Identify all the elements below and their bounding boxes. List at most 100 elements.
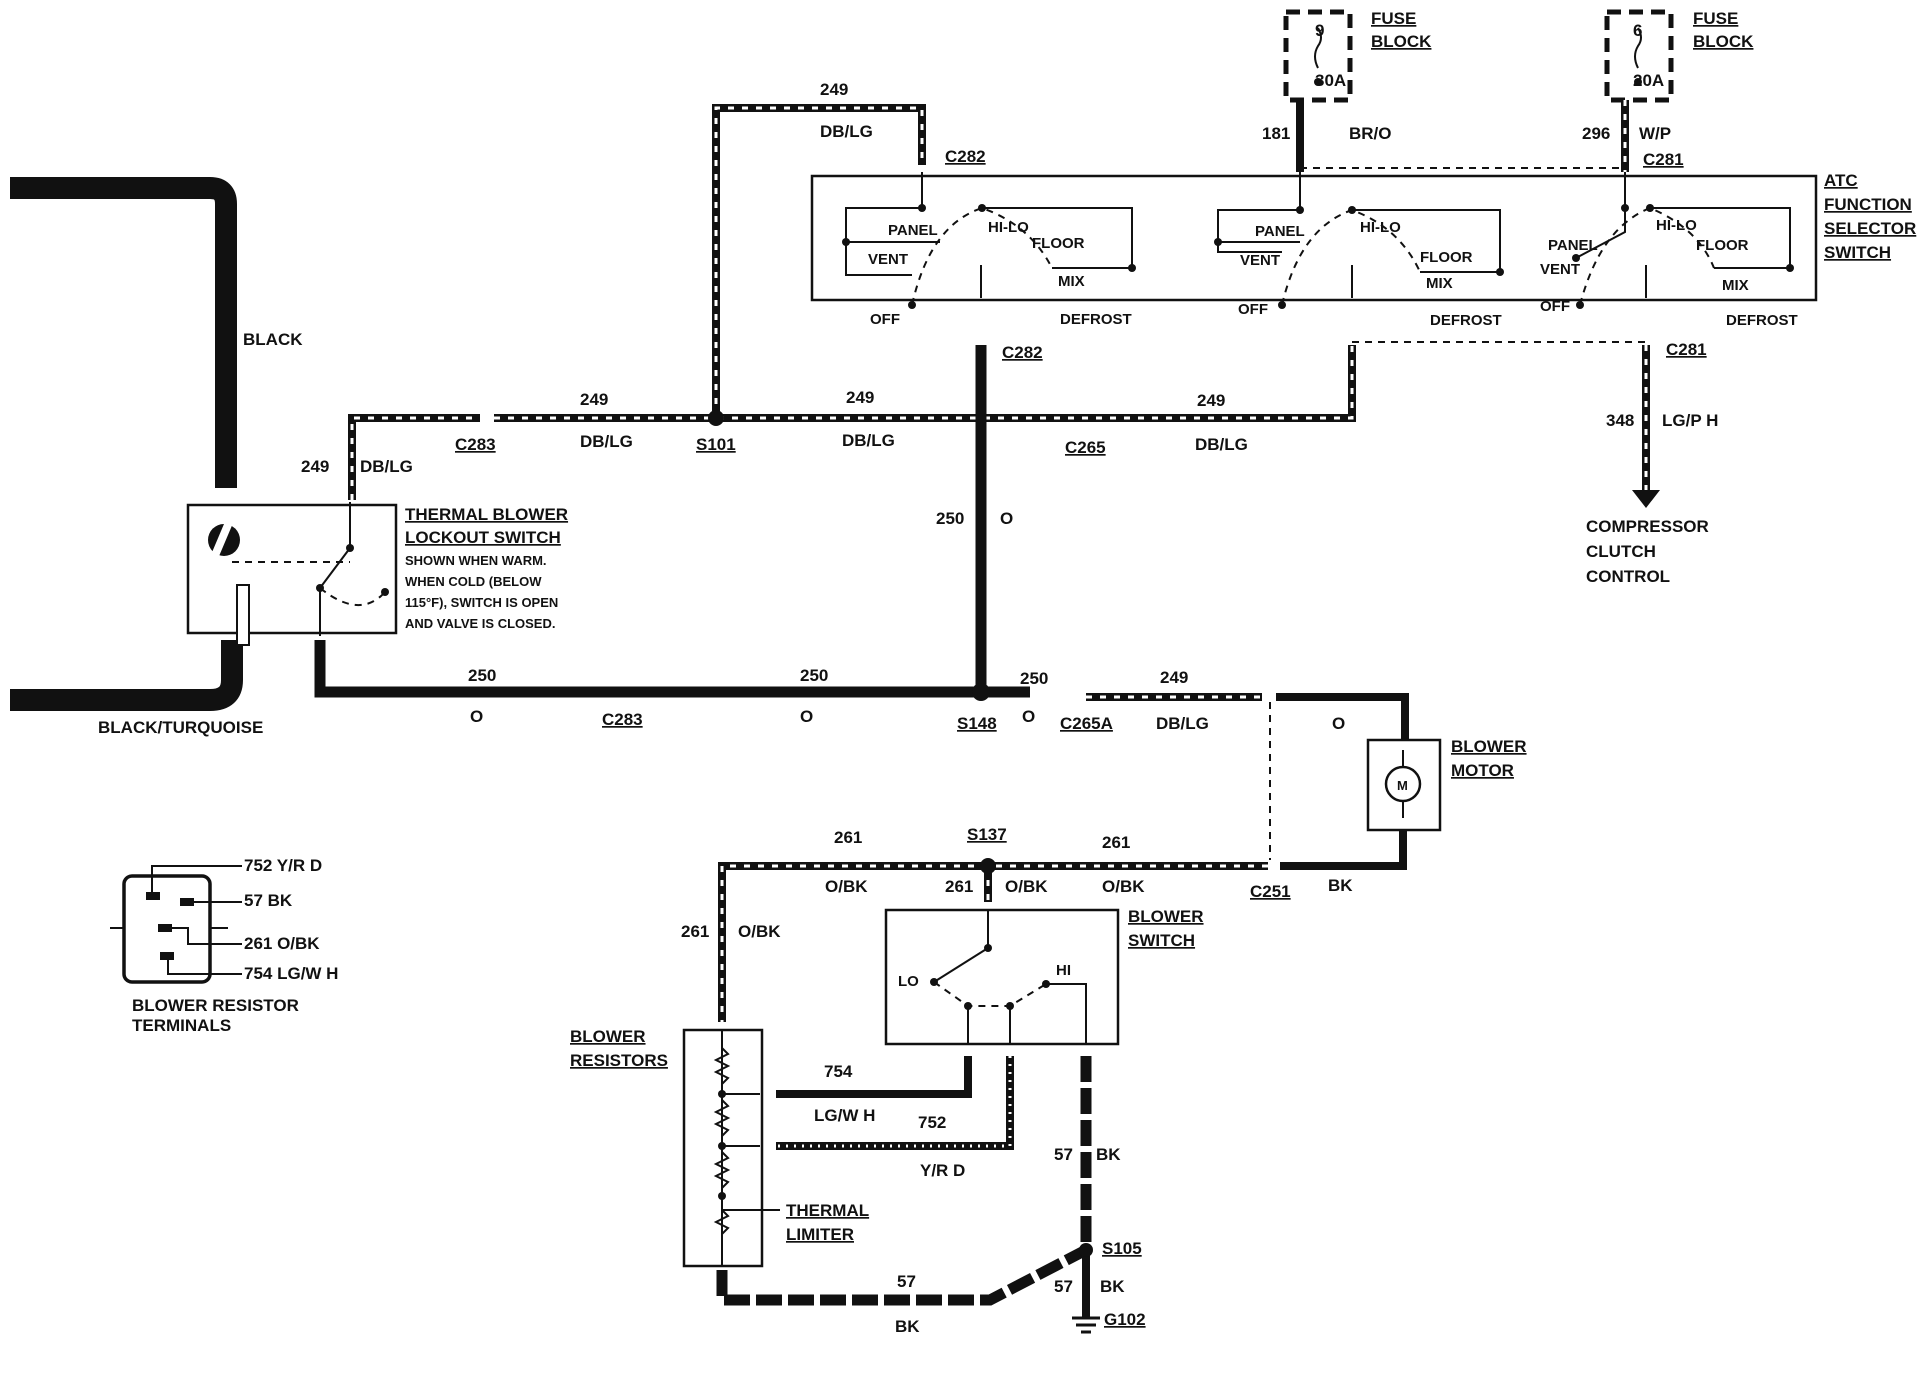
w57-a-num: 57 [1054, 1145, 1073, 1164]
w249-f-color: DB/LG [1156, 714, 1209, 733]
fuse-9 [1283, 9, 1353, 172]
deck3-vent: VENT [1540, 261, 1580, 278]
deck2-floor: FLOOR [1420, 249, 1473, 266]
fuse-6-rating: 20A [1633, 71, 1664, 90]
deck3-off: OFF [1540, 298, 1570, 315]
compressor-2: CLUTCH [1586, 542, 1656, 561]
s101-label: S101 [696, 435, 736, 454]
s137-splice [980, 858, 996, 874]
c265-label: C265 [1065, 438, 1106, 457]
w249-a-num: 249 [301, 457, 329, 476]
w249-c-num: 249 [846, 388, 874, 407]
wire-57 [716, 1056, 1092, 1318]
wire-249-to-motor [1086, 693, 1409, 860]
pin-57: 57 BK [244, 891, 293, 910]
fuse-6-label-1: FUSE [1693, 9, 1738, 28]
fuse-9-color: BR/O [1349, 124, 1392, 143]
deck1-vent: VENT [868, 251, 908, 268]
pin-261: 261 O/BK [244, 934, 320, 953]
w249-d-num: 249 [1197, 391, 1225, 410]
c281-bottom-label: C281 [1666, 340, 1707, 359]
motor-symbol: M [1397, 778, 1408, 793]
fuse-6-circuit: 296 [1582, 124, 1610, 143]
blower-motor-2: MOTOR [1451, 761, 1514, 780]
deck1-mix: MIX [1058, 273, 1085, 290]
resistors-title-1: BLOWER [570, 1027, 646, 1046]
w250-b-num: 250 [800, 666, 828, 685]
thermal-limiter-1: THERMAL [786, 1201, 869, 1220]
c265a-label: C265A [1060, 714, 1113, 733]
w261-c-num: 261 [945, 877, 973, 896]
terminals-caption-2: TERMINALS [132, 1016, 231, 1035]
fuse-9-rating: 30A [1315, 71, 1346, 90]
blower-resistors [682, 1028, 780, 1268]
c281-top-label: C281 [1643, 150, 1684, 169]
w250-a-num: 250 [468, 666, 496, 685]
blower-switch-title-1: BLOWER [1128, 907, 1204, 926]
heater-hose-bottom [10, 640, 243, 711]
s137-label: S137 [967, 825, 1007, 844]
selector-deck-3 [1572, 172, 1794, 309]
w249-c-color: DB/LG [842, 431, 895, 450]
w57-b-color: BK [1100, 1277, 1125, 1296]
w249-b-color: DB/LG [580, 432, 633, 451]
deck3-defrost: DEFROST [1726, 312, 1798, 329]
atc-selector-box [810, 174, 1818, 302]
blower-motor [1280, 738, 1442, 870]
deck2-mix: MIX [1426, 275, 1453, 292]
w348-color: LG/P H [1662, 411, 1718, 430]
atc-title-1: ATC [1824, 171, 1858, 190]
deck2-panel: PANEL [1255, 223, 1305, 240]
wire-348 [1632, 345, 1660, 508]
w754-num: 754 [824, 1062, 853, 1081]
deck1-off: OFF [870, 311, 900, 328]
s148-splice [972, 683, 990, 701]
compressor-1: COMPRESSOR [1586, 517, 1709, 536]
compressor-3: CONTROL [1586, 567, 1670, 586]
deck2-hilo: HI-LO [1360, 219, 1401, 236]
selector-deck-1 [842, 172, 1136, 309]
w261-b-color: O/BK [1102, 877, 1145, 896]
deck3-panel: PANEL [1548, 237, 1598, 254]
w261-d-num: 261 [681, 922, 709, 941]
deck3-mix: MIX [1722, 277, 1749, 294]
w754-color: LG/W H [814, 1106, 875, 1125]
w250-a-color: O [470, 707, 483, 726]
lockout-note-2: WHEN COLD (BELOW [405, 574, 542, 589]
atc-title-2: FUNCTION [1824, 195, 1912, 214]
heater-hose-top [10, 177, 237, 488]
resistor-terminal-connector [110, 865, 242, 984]
blower-switch-title-2: SWITCH [1128, 931, 1195, 950]
deck2-vent: VENT [1240, 252, 1280, 269]
lockout-note-3: 115°F), SWITCH IS OPEN [405, 595, 558, 610]
w249-f-num: 249 [1160, 668, 1188, 687]
fuse-6-color: W/P [1639, 124, 1671, 143]
c282-bottom-label: C282 [1002, 343, 1043, 362]
wire-754 [776, 1056, 972, 1098]
blower-switch-lo: LO [898, 973, 919, 990]
w249-e-color: DB/LG [820, 122, 873, 141]
w752-num: 752 [918, 1113, 946, 1132]
thermal-limiter-2: LIMITER [786, 1225, 854, 1244]
w261-b-num: 261 [1102, 833, 1130, 852]
w249-a-color: DB/LG [360, 457, 413, 476]
fuse-9-label-2: BLOCK [1371, 32, 1432, 51]
hose-bottom-label: BLACK/TURQUOISE [98, 718, 263, 737]
fuse-9-circuit: 181 [1262, 124, 1290, 143]
w250-v-num: 250 [936, 509, 964, 528]
w57-b-num: 57 [1054, 1277, 1073, 1296]
fuse-9-label-1: FUSE [1371, 9, 1416, 28]
deck2-defrost: DEFROST [1430, 312, 1502, 329]
w57-a-color: BK [1096, 1145, 1121, 1164]
c283-top-label: C283 [455, 435, 496, 454]
wire-249-dblg [348, 104, 1356, 500]
w249-d-color: DB/LG [1195, 435, 1248, 454]
w261-d-color: O/BK [738, 922, 781, 941]
c282-top-label: C282 [945, 147, 986, 166]
s105-label: S105 [1102, 1239, 1142, 1258]
deck1-floor: FLOOR [1032, 235, 1085, 252]
lockout-title-1: THERMAL BLOWER [405, 505, 568, 524]
deck1-hilo: HI-LO [988, 219, 1029, 236]
blower-switch [884, 908, 1120, 1046]
resistors-title-2: RESISTORS [570, 1051, 668, 1070]
